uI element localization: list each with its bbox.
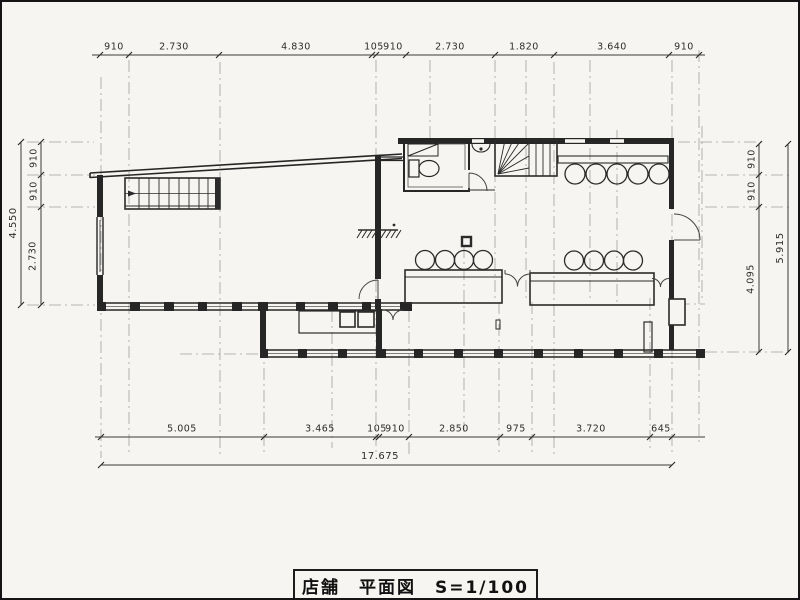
column-symbol xyxy=(460,235,473,248)
right-exterior-wall xyxy=(669,141,701,350)
dim-total-label: 4.550 xyxy=(8,207,19,239)
storefront-wall-left-block xyxy=(97,302,412,311)
annex-double-swing-door xyxy=(382,309,404,321)
dim-label: 5.005 xyxy=(167,423,197,435)
dim-label: 910 xyxy=(104,41,124,53)
dimension-lines xyxy=(20,54,789,466)
column-grid-lines xyxy=(27,50,792,458)
dim-label: 2.850 xyxy=(439,423,469,435)
entrance-door-swing xyxy=(673,213,701,241)
wc-shelf xyxy=(407,143,439,157)
dim-label: 105 xyxy=(364,41,384,53)
dim-label: 2.730 xyxy=(159,41,189,53)
stair-direction-arrow xyxy=(128,190,136,197)
dim-label: 910 xyxy=(385,423,405,435)
top-counter xyxy=(557,155,669,164)
dim-label: 910 xyxy=(28,148,40,168)
wash-basin-icon xyxy=(471,143,491,153)
wc-door-swing xyxy=(468,172,488,192)
dim-label: 3.465 xyxy=(305,423,335,435)
sloped-top-wall xyxy=(89,153,405,179)
dim-label: 910 xyxy=(674,41,694,53)
dim-label: 975 xyxy=(506,423,526,435)
dim-label: 2.730 xyxy=(27,241,39,271)
right-counter xyxy=(529,272,655,306)
door-swing-arc xyxy=(358,279,379,300)
dim-label: 910 xyxy=(383,41,403,53)
dim-label: 4.095 xyxy=(745,264,757,294)
dim-label: 2.730 xyxy=(435,41,465,53)
lower-annex-walls xyxy=(260,309,705,358)
dim-total-label: 5.915 xyxy=(775,232,786,264)
left-exterior-wall xyxy=(96,175,104,309)
winder-stair xyxy=(469,139,558,191)
dim-label: 910 xyxy=(746,181,758,201)
datum-mark xyxy=(356,223,402,239)
dimension-ticks xyxy=(17,51,792,469)
dim-label: 910 xyxy=(746,149,758,169)
dim-label: 4.830 xyxy=(281,41,311,53)
toilet-icon xyxy=(408,159,440,178)
title-block: 店舗 平面図 S=1/100 xyxy=(293,569,538,598)
stool-row-middle xyxy=(414,249,494,271)
counter-swing-doors xyxy=(504,270,670,288)
dim-label: 1.820 xyxy=(509,41,539,53)
middle-counter xyxy=(404,269,503,304)
central-partition-wall xyxy=(358,155,381,309)
drawing-title: 店舗 平面図 S=1/100 xyxy=(301,578,529,598)
misc-fixtures xyxy=(460,235,705,358)
left-straight-stair xyxy=(124,177,221,210)
kitchen-counter xyxy=(298,310,378,334)
dim-label: 645 xyxy=(651,423,671,435)
right-wall-equipment xyxy=(668,298,686,326)
dim-label: 3.640 xyxy=(597,41,627,53)
dim-label: 105 xyxy=(367,423,387,435)
dim-label: 910 xyxy=(28,181,40,201)
stool-row-right xyxy=(563,250,644,271)
wc-room xyxy=(403,139,488,192)
stool-row-top xyxy=(564,163,670,185)
dim-total-label: 17.675 xyxy=(361,451,399,462)
dim-label: 3.720 xyxy=(576,423,606,435)
